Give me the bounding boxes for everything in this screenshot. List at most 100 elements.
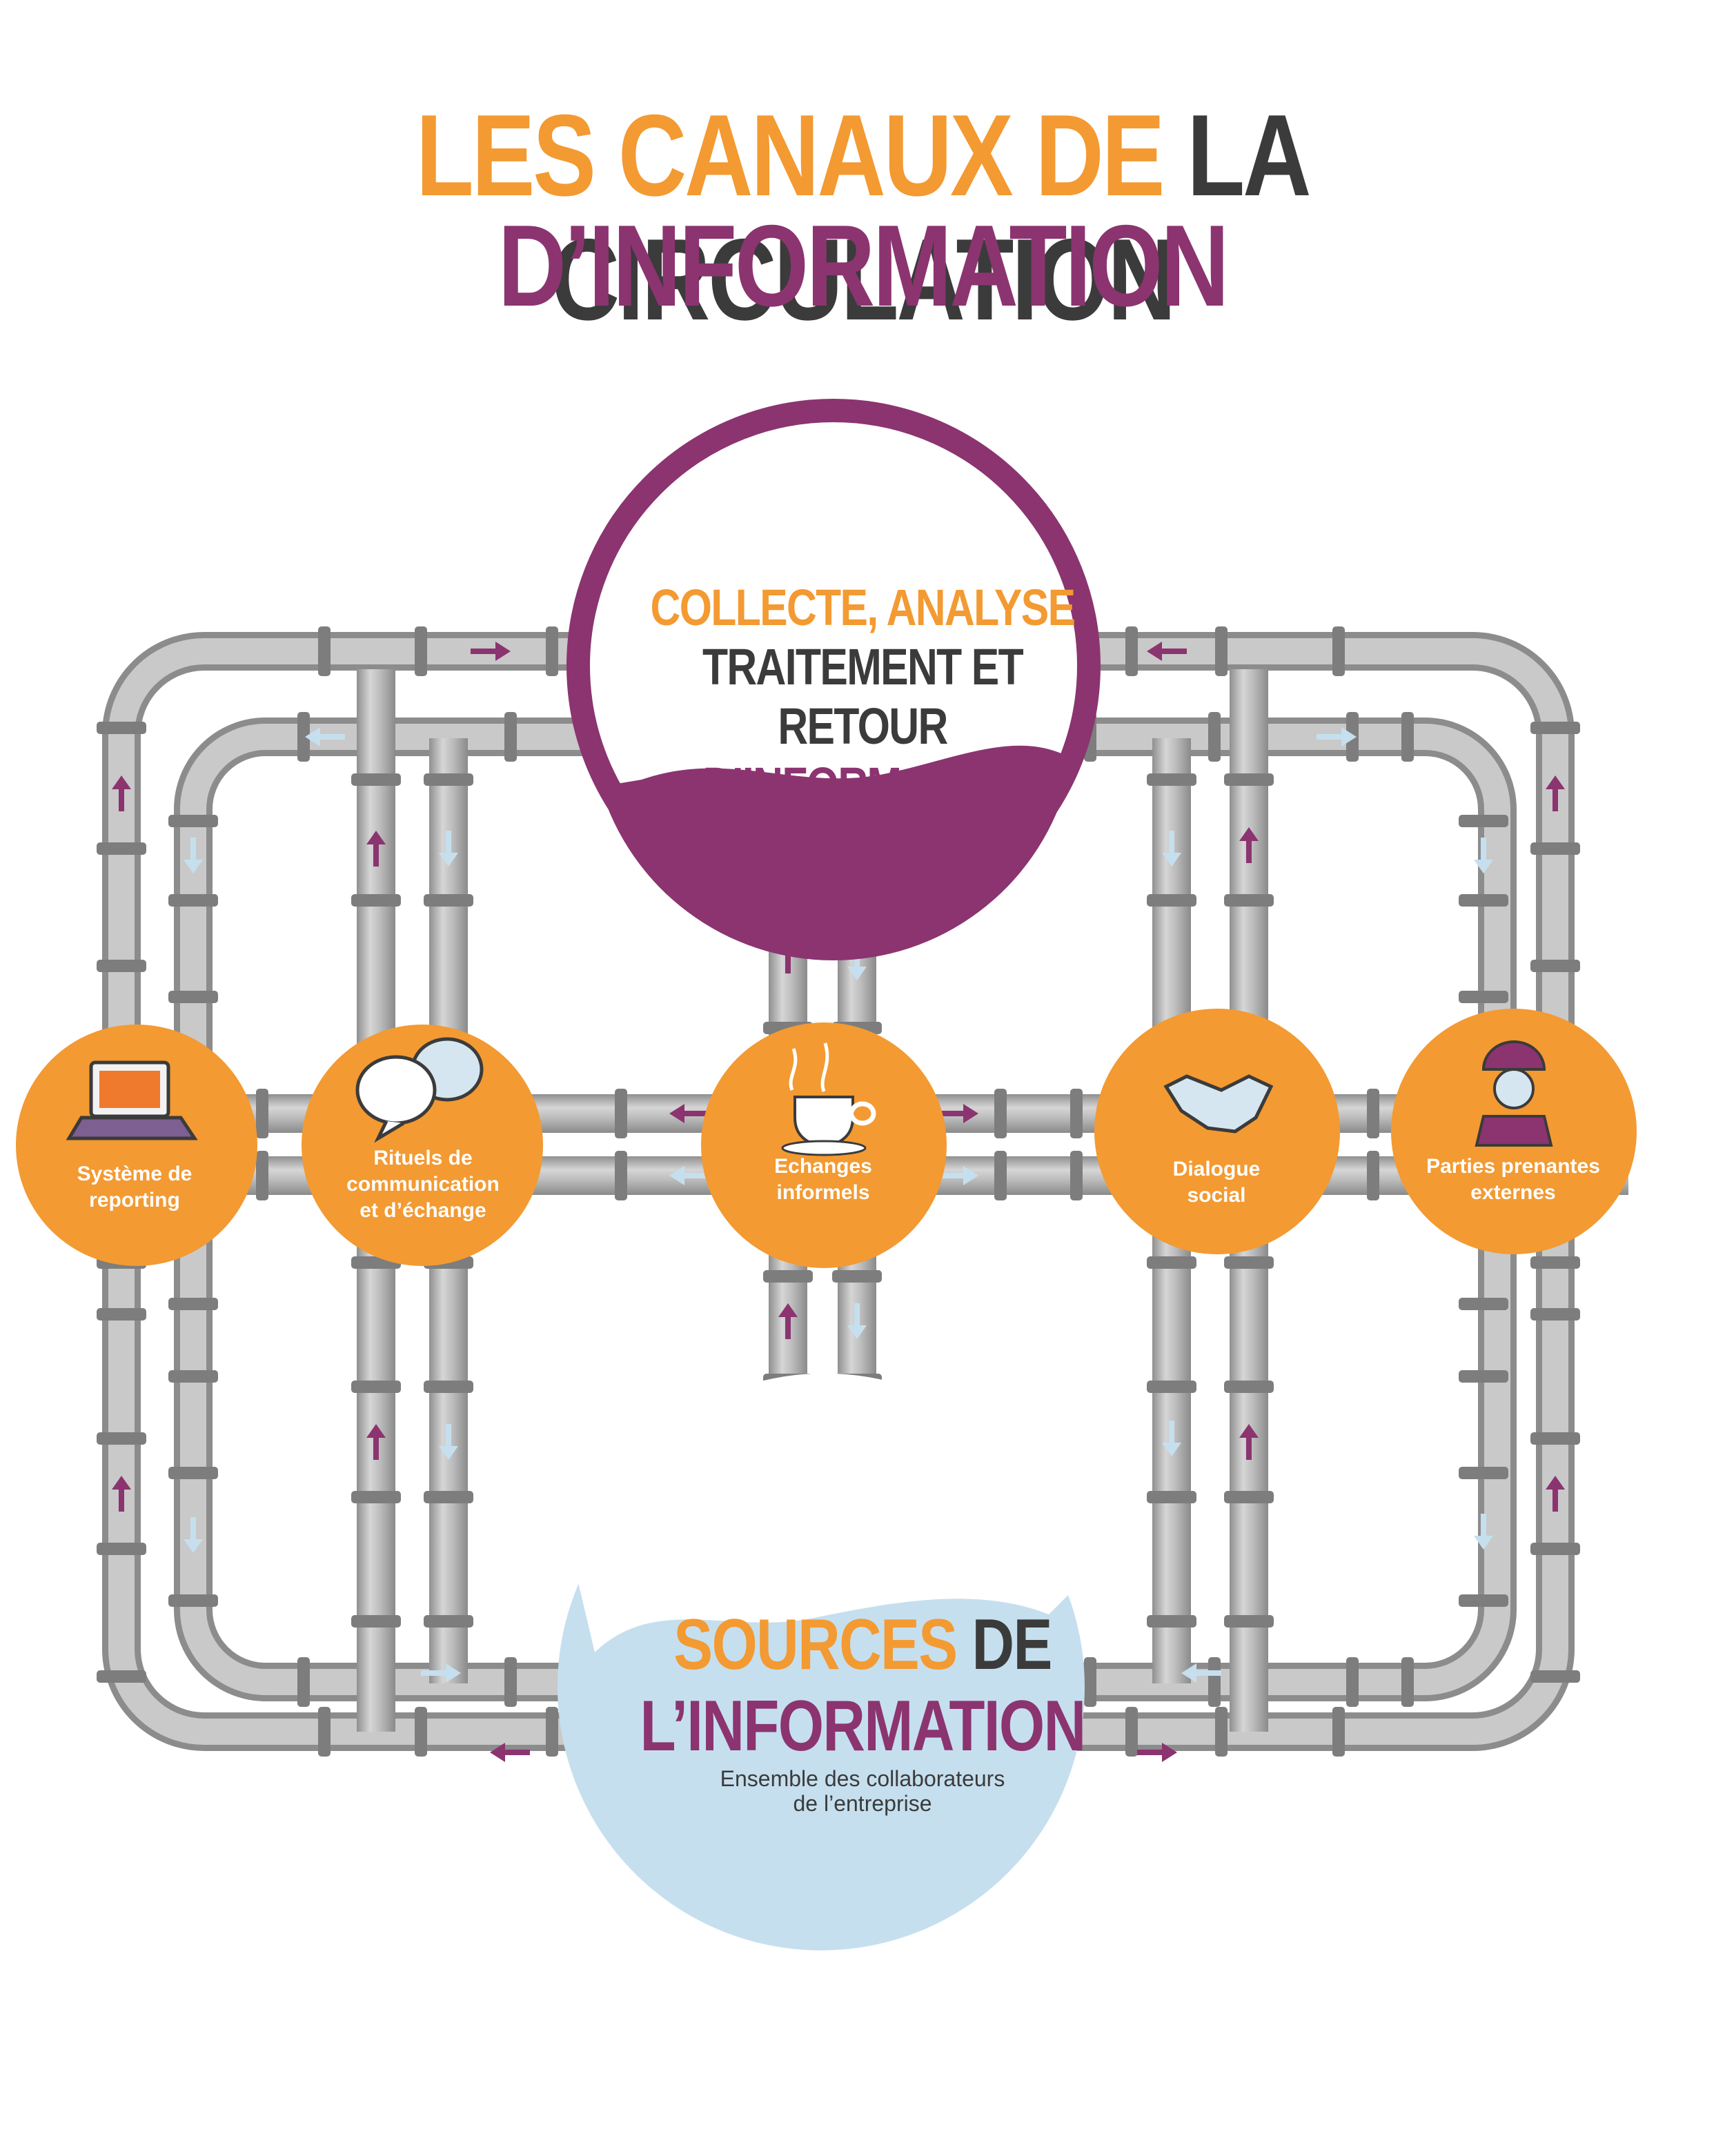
flow-arrow [1317,727,1357,746]
pipe-joint [615,1089,627,1138]
pipe-joint [1147,1491,1196,1503]
pipe-joint [97,1432,146,1445]
pipe-joint [1459,1298,1508,1310]
flow-arrow [184,1517,203,1553]
pipe-joint [297,712,310,762]
channel-label-line: reporting [89,1189,180,1211]
pipe-joint [1224,1381,1274,1393]
channel-circle-reporting [16,1025,257,1266]
flow-arrow [1474,838,1493,873]
pipe-joint [168,894,218,907]
pipe-joint [351,773,401,786]
pipe-loop-highlight [108,638,1568,1745]
channel-label-rituals: Rituels de communication et d’échange [309,1145,537,1224]
coffee-cup-icon [781,1042,876,1156]
channel-label-line: informels [776,1181,870,1204]
flow-arrow [490,1743,530,1762]
flow-arrow [1162,1421,1181,1456]
pipe-joint [168,1594,218,1607]
channel-label-line: Rituels de [373,1147,473,1169]
worker-icon [1475,1040,1553,1147]
pipe-joint [1215,1707,1228,1757]
pipe-joint [546,1707,558,1757]
channel-label-line: social [1187,1184,1246,1207]
pipe-joint [763,1270,813,1283]
flow-arrow [1137,1743,1177,1762]
bottom-hub-label: SOURCES DE L’INFORMATION [608,1604,1117,1767]
pipe-joint [1530,722,1580,734]
flow-arrow [112,775,131,811]
pipe-joint [1084,1657,1096,1707]
pipe-joint [1070,1151,1083,1200]
flow-arrow [1181,1663,1221,1683]
pipe-joint [504,712,517,762]
pipe-joint [1367,1151,1379,1200]
pipe-joint [1401,712,1414,762]
pipe-joint [1530,842,1580,855]
flow-arrow [366,831,386,867]
pipe-joint [504,1657,517,1707]
flow-arrow [471,642,511,661]
flow-arrow [421,1663,461,1683]
pipe-joint [1332,1707,1345,1757]
channel-label-stakeholders: Parties prenantes externes [1399,1154,1627,1206]
channel-label-line: Système de [77,1163,193,1185]
flow-arrow [1546,775,1565,811]
flow-arrow [366,1424,386,1460]
flow-arrow [847,1303,867,1339]
pipe-joint [424,1381,473,1393]
channel-label-line: Dialogue [1172,1158,1261,1180]
pipe-joint [97,1543,146,1555]
pipe-joint [546,626,558,676]
pipe-loop-highlight [180,724,1510,1695]
laptop-icon [66,1060,198,1140]
pipe-joint [1401,1657,1414,1707]
pipe-joint [1147,894,1196,907]
main-title-line-2: D’INFORMATION [497,201,1230,330]
pipe-joint [168,1370,218,1383]
pipe-joint [256,1151,268,1200]
pipe-joint [1367,1089,1379,1138]
title-part-2: LA CIRCULATION [551,90,1312,344]
pipe-joint [1530,1670,1580,1683]
pipe-joint [1459,991,1508,1003]
pipe-joint [1530,1543,1580,1555]
pipe-joint [415,626,427,676]
flow-arrow [439,831,458,867]
bottom-hub-word-1: SOURCES [673,1605,958,1685]
pipe-joint [1208,712,1221,762]
bottom-hub-subtitle: Ensemble des collaborateurs de l’entrepr… [580,1766,1145,1816]
pipe-joint [1332,626,1345,676]
pipe-joint [994,1151,1007,1200]
channel-label-line: et d’échange [359,1199,486,1222]
pipe-joint [1208,1657,1221,1707]
flow-arrows [112,642,1565,1762]
pipe-joint [1224,1491,1274,1503]
pipe-joint [832,1270,882,1283]
pipe-joint [994,1089,1007,1138]
pipe-joint [1147,773,1196,786]
pipe-joint [1459,1370,1508,1383]
bottom-hub-subtitle-line-2: de l’entreprise [793,1791,932,1816]
channel-label-line: externes [1470,1181,1556,1204]
pipe-joint [351,894,401,907]
pipe-joint [97,722,146,734]
flow-arrow [1147,642,1187,661]
flow-arrow [938,1166,978,1185]
channel-label-reporting: Système de reporting [21,1161,248,1214]
flow-arrow [112,1476,131,1512]
pipe-joint [97,842,146,855]
pipe-joint [318,1707,331,1757]
pipe-joint [1224,1256,1274,1269]
flow-arrow [669,1104,709,1123]
pipe-joint [168,991,218,1003]
top-hub-line-1: COLLECTE, ANALYSE [650,579,1076,636]
channel-circle-social [1094,1009,1340,1254]
pipe-joint [97,960,146,972]
main-title-line-1: LES CANAUX DE LA CIRCULATION [155,93,1570,342]
flow-arrow [184,838,203,873]
channel-label-line: Parties prenantes [1426,1155,1600,1178]
pipe-joint [351,1491,401,1503]
channel-label-informal: Echanges informels [709,1154,937,1206]
